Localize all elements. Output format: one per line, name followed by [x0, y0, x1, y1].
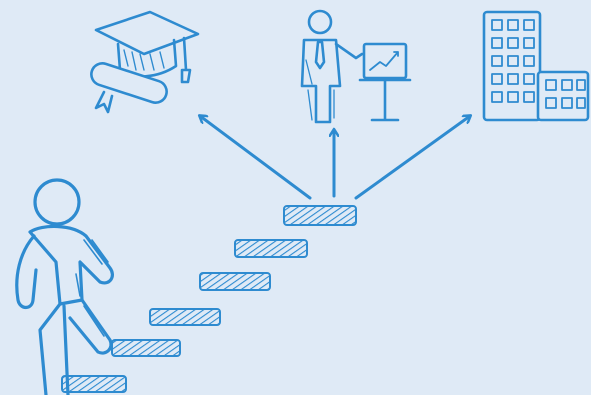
- stair-step-3: [149, 308, 221, 326]
- person-climbing-icon: [15, 178, 114, 395]
- presenter-head: [307, 9, 333, 35]
- graduation-cap-diploma-icon: [90, 10, 200, 114]
- presenter-shading: [305, 59, 335, 121]
- stair-step-5: [234, 239, 308, 258]
- chart-stand: [358, 78, 412, 122]
- arrow-icon-left: [200, 116, 312, 200]
- building-windows: [491, 19, 586, 109]
- chart-board: [362, 42, 408, 80]
- arrow-icons: [200, 116, 470, 200]
- person-head: [33, 178, 81, 226]
- stair-step-6: [283, 205, 357, 226]
- person-shading: [75, 237, 109, 337]
- arrow-icon-right: [354, 116, 470, 200]
- diploma-scroll: [90, 62, 168, 104]
- office-buildings-icon: [482, 10, 590, 122]
- diploma-ribbon: [94, 90, 114, 114]
- person-torso: [28, 224, 114, 306]
- stairs-icon: [61, 205, 357, 393]
- presenter-chart-icon: [300, 9, 412, 124]
- cap-tassel: [180, 36, 192, 84]
- stair-step-1: [61, 375, 127, 393]
- person-back-leg: [38, 302, 70, 395]
- chart-line-icon: [369, 51, 399, 71]
- person-back-arm: [15, 234, 38, 310]
- person-front-leg: [68, 298, 113, 355]
- stair-step-4: [199, 272, 271, 291]
- presenter-body: [300, 38, 342, 124]
- presenter-tie: [314, 40, 326, 70]
- cap-board: [94, 10, 200, 56]
- presenter-arm: [334, 42, 364, 60]
- cap-shading: [123, 49, 165, 71]
- stair-step-2: [111, 339, 181, 357]
